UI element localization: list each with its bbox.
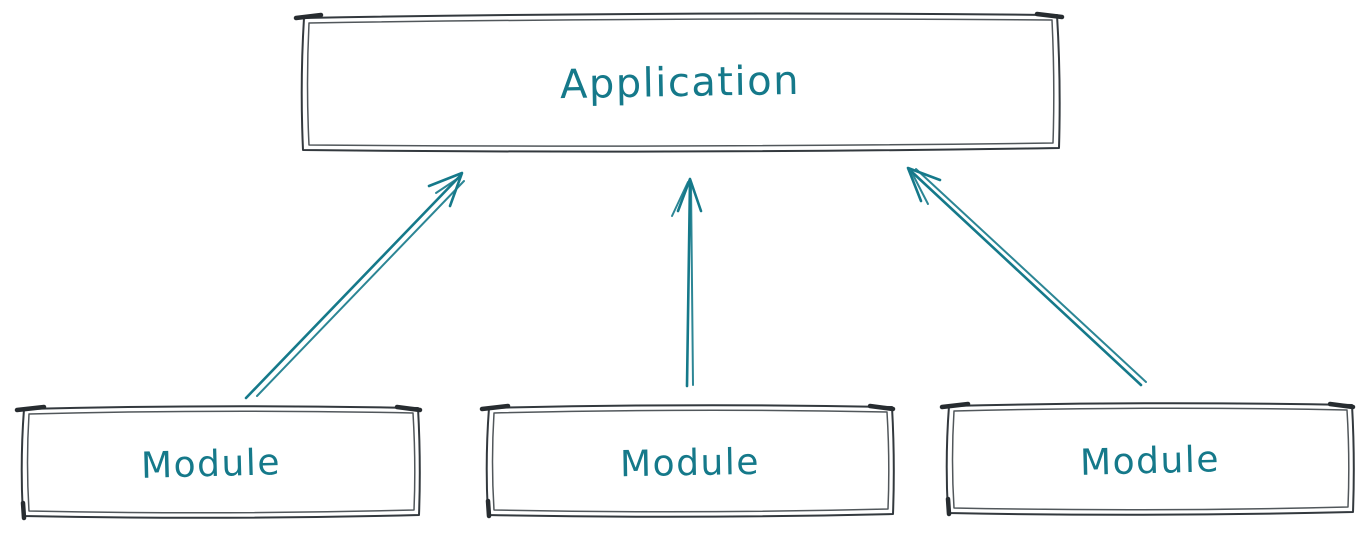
application-box-outline [300,12,1061,153]
module-center-corner-tick [479,403,511,412]
arrow-module-left-to-application [244,171,465,400]
arrowhead-icon [906,166,942,203]
module-right-label: Module [1080,439,1221,484]
module-left-box-outline-2 [26,410,416,514]
arrow-shaft-2 [915,168,1147,383]
module-center-node: Module [479,403,896,519]
module-right-corner-tick [939,401,971,410]
module-center-corner-tick [867,403,896,412]
module-right-corner-tick [945,496,952,517]
module-left-label: Module [141,442,282,487]
module-left-corner-tick [20,500,27,521]
module-right-corner-tick [1327,401,1356,410]
module-left-node: Module [14,404,423,521]
application-node: Application [293,11,1065,153]
arrowhead-icon-2 [435,176,461,194]
module-center-box-outline-2 [491,409,890,513]
module-center-label: Module [620,442,761,485]
module-right-box-outline-2 [951,407,1350,511]
module-right-node: Module [939,401,1356,517]
arrowhead-icon-2 [671,181,689,217]
arrow-shaft [244,174,462,400]
application-box-outline-2 [306,18,1055,147]
arrow-shaft-2 [256,180,465,397]
application-corner-tick [293,12,324,21]
arrow-shaft [910,170,1143,387]
arrow-module-right-to-application [906,166,1147,387]
arrowhead-icon [427,171,464,208]
module-center-corner-tick [485,498,492,519]
arrow-shaft-2 [690,183,694,386]
arrow-module-center-to-application [671,177,703,388]
arrowhead-icon-2 [910,170,929,205]
module-left-corner-tick [394,404,423,413]
arrow-shaft [685,178,692,388]
application-label: Application [560,58,801,108]
arrowhead-icon [676,177,703,213]
module-left-corner-tick [14,404,47,413]
application-corner-tick [1034,11,1065,20]
